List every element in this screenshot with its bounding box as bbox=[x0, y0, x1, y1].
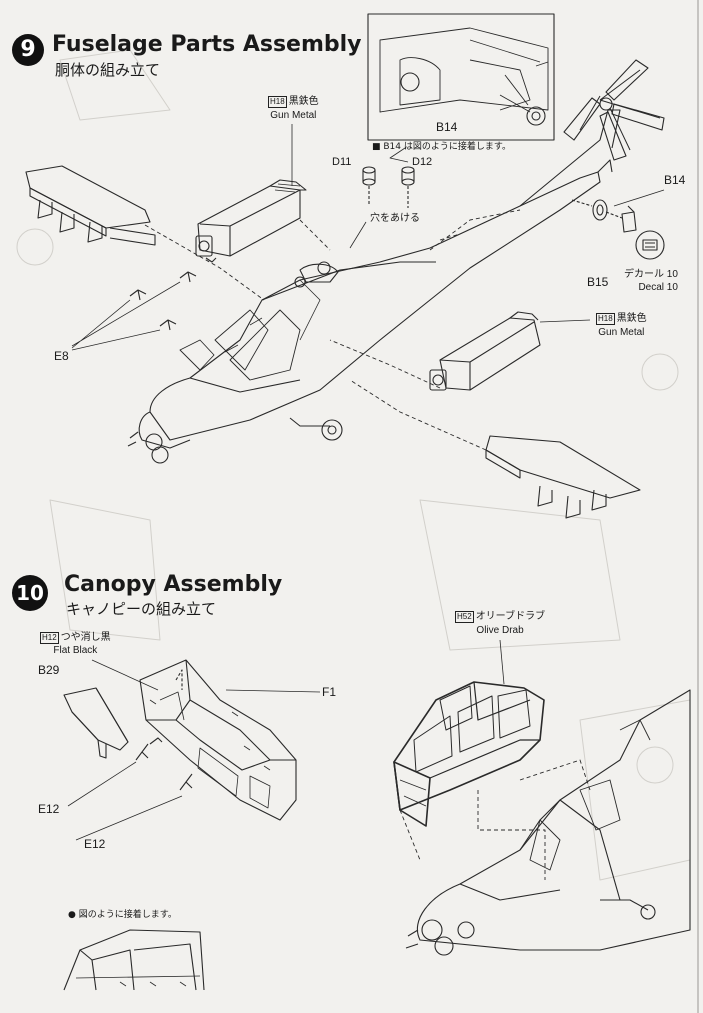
paint-name-jp: 黒鉄色 bbox=[616, 313, 647, 324]
decal-label-en: Decal 10 bbox=[638, 282, 678, 293]
step-number-badge: 10 bbox=[12, 575, 48, 611]
part-label-e12: E12 bbox=[38, 802, 60, 816]
paint-code-badge: H18 bbox=[268, 96, 287, 108]
inset-box bbox=[367, 13, 555, 141]
step-title: Canopy Assembly bbox=[64, 572, 283, 597]
parts-e8 bbox=[129, 271, 197, 331]
part-label-d11: D11 bbox=[332, 156, 352, 168]
part-label-b15: B15 bbox=[587, 275, 609, 289]
left-stub-wing bbox=[25, 165, 156, 246]
glue-note: ● 図のように接着します。 bbox=[68, 910, 177, 920]
parts-b14-b15 bbox=[571, 199, 665, 260]
paint-code-badge: H12 bbox=[40, 632, 59, 644]
drill-hole-note: 穴をあける bbox=[370, 213, 420, 224]
part-label-b14: B14 bbox=[664, 173, 686, 187]
parts-d11-d12 bbox=[362, 166, 415, 208]
paint-name-en: Flat Black bbox=[53, 645, 98, 656]
inset-part-label: B14 bbox=[436, 120, 458, 134]
part-label-d12: D12 bbox=[412, 156, 433, 168]
canopy-detail bbox=[63, 929, 205, 991]
paint-name-en: Gun Metal bbox=[270, 110, 317, 121]
paint-name-jp: オリーブドラブ bbox=[475, 611, 546, 622]
step-subtitle: 胴体の組み立て bbox=[55, 61, 161, 79]
paint-name-en: Gun Metal bbox=[598, 327, 645, 338]
weapon-pod-top bbox=[195, 179, 307, 263]
paint-name-en: Olive Drab bbox=[476, 625, 524, 636]
leader-lines-9 bbox=[71, 124, 665, 351]
guide-lines-10 bbox=[399, 759, 591, 880]
part-label-b29: B29 bbox=[38, 663, 60, 677]
paint-code-badge: H18 bbox=[596, 313, 615, 325]
step-title: Fuselage Parts Assembly bbox=[52, 32, 362, 57]
leader-lines-10 bbox=[67, 639, 505, 841]
paint-name-jp: つや消し黒 bbox=[60, 632, 111, 643]
canopy-clear bbox=[139, 659, 297, 821]
part-label-f1: F1 bbox=[322, 685, 337, 699]
part-label-e8: E8 bbox=[54, 349, 69, 363]
inset-note: ■ B14 は図のように接着します。 bbox=[372, 142, 511, 152]
paint-code-badge: H52 bbox=[455, 611, 474, 623]
decal-callout: デカール 10 Decal 10 bbox=[624, 270, 678, 293]
paint-name-jp: 黒鉄色 bbox=[288, 96, 319, 107]
step-subtitle: キャノピーの組み立て bbox=[66, 600, 217, 618]
weapon-pod-right bbox=[429, 311, 541, 391]
canopy-painted bbox=[393, 681, 545, 827]
guide-lines-9 bbox=[144, 209, 521, 451]
step-number-badge: 9 bbox=[12, 34, 44, 66]
part-b29 bbox=[63, 687, 129, 759]
fuselage-lower bbox=[405, 689, 691, 956]
right-stub-wing bbox=[485, 435, 641, 519]
fuselage bbox=[127, 59, 665, 464]
part-label-e12-second: E12 bbox=[84, 837, 106, 851]
decal-label-jp: デカール 10 bbox=[624, 269, 678, 280]
parts-e12 bbox=[135, 737, 193, 791]
